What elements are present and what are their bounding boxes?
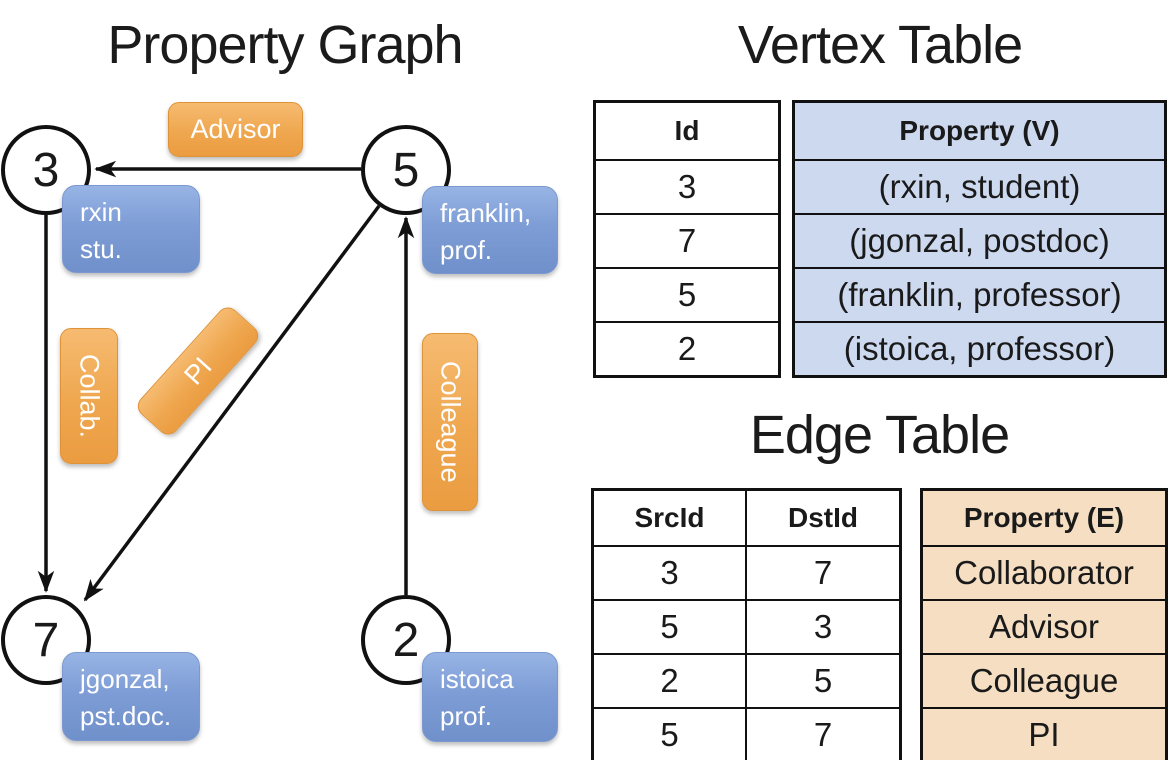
edge-dst-cell: 7 bbox=[745, 545, 899, 599]
edge-property-cell: PI bbox=[923, 707, 1165, 760]
edge-table-id-columns: SrcId DstId 3 7 5 3 2 5 5 7 bbox=[591, 488, 902, 760]
property-graph-title: Property Graph bbox=[107, 15, 463, 75]
edge-src-cell: 5 bbox=[594, 599, 745, 653]
vertex-table-header-id: Id bbox=[674, 115, 700, 146]
edge-table-header-dstid: DstId bbox=[745, 491, 899, 545]
vertex-number: 7 bbox=[32, 613, 60, 667]
edge-dst-cell: 5 bbox=[745, 653, 899, 707]
edge-label-colleague: Colleague bbox=[422, 333, 478, 511]
edge-table-title: Edge Table bbox=[749, 405, 1010, 465]
vertex-property-cell: (franklin, professor) bbox=[795, 267, 1164, 321]
node-property-card-3: rxin stu. bbox=[62, 185, 200, 273]
vertex-table-header-property: Property (V) bbox=[795, 103, 1164, 159]
node-card-line: stu. bbox=[80, 234, 122, 264]
vertex-property-cell: (jgonzal, postdoc) bbox=[795, 213, 1164, 267]
edge-dst-cell: 3 bbox=[745, 599, 899, 653]
edge-property-cell: Collaborator bbox=[923, 545, 1165, 599]
edge-src-cell: 5 bbox=[594, 707, 745, 760]
node-card-line: prof. bbox=[440, 701, 493, 731]
edge-src-cell: 3 bbox=[594, 545, 745, 599]
edge-property-cell: Advisor bbox=[923, 599, 1165, 653]
vertex-id-cell: 7 bbox=[596, 213, 778, 267]
edge-src-cell: 2 bbox=[594, 653, 745, 707]
vertex-property-cell: (rxin, student) bbox=[795, 159, 1164, 213]
edge-table-property-column: Property (E) Collaborator Advisor Collea… bbox=[920, 488, 1168, 760]
vertex-number: 5 bbox=[392, 143, 420, 197]
edge-table-header-srcid: SrcId bbox=[634, 502, 705, 533]
vertex-table-id-column: Id 3 7 5 2 bbox=[593, 100, 781, 378]
node-card-line: jgonzal, bbox=[80, 664, 170, 694]
vertex-table-property-column: Property (V) (rxin, student) (jgonzal, p… bbox=[792, 100, 1167, 378]
edge-pi-5-to-7 bbox=[83, 204, 381, 602]
vertex-circle-5: 5 bbox=[361, 125, 451, 215]
node-card-line: pst.doc. bbox=[80, 701, 172, 731]
node-card-line: rxin bbox=[80, 197, 122, 227]
edge-dst-cell: 7 bbox=[745, 707, 899, 760]
vertex-number: 2 bbox=[392, 613, 420, 667]
node-card-line: istoica bbox=[440, 664, 514, 694]
edge-property-cell: Colleague bbox=[923, 653, 1165, 707]
edge-label-collab: Collab. bbox=[60, 328, 118, 464]
node-card-line: prof. bbox=[440, 235, 493, 265]
node-property-card-5: franklin, prof. bbox=[422, 186, 558, 274]
vertex-id-cell: 2 bbox=[596, 321, 778, 375]
node-card-line: franklin, bbox=[440, 198, 532, 228]
vertex-id-cell: 3 bbox=[596, 159, 778, 213]
edge-label-advisor: Advisor bbox=[168, 102, 303, 157]
vertex-id-cell: 5 bbox=[596, 267, 778, 321]
node-property-card-7: jgonzal, pst.doc. bbox=[62, 652, 200, 741]
edge-table-header-property: Property (E) bbox=[923, 491, 1165, 545]
vertex-table-title: Vertex Table bbox=[737, 15, 1023, 75]
vertex-property-cell: (istoica, professor) bbox=[795, 321, 1164, 375]
vertex-circle-2: 2 bbox=[361, 595, 451, 685]
node-property-card-2: istoica prof. bbox=[422, 652, 558, 742]
vertex-number: 3 bbox=[32, 143, 60, 197]
